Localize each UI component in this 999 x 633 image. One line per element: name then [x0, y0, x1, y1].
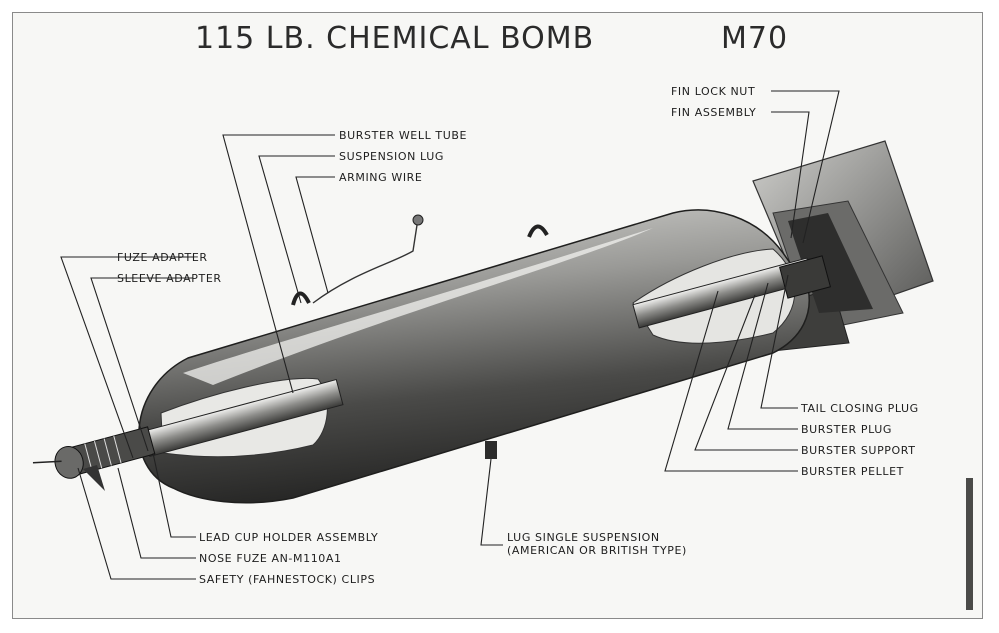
arming-wire-shape: [312, 224, 418, 304]
label-arming-wire: ARMING WIRE: [339, 171, 423, 184]
bomb-model: M70: [721, 21, 789, 56]
label-safety-clips: SAFETY (FAHNESTOCK) CLIPS: [199, 573, 376, 586]
label-nose-fuze: NOSE FUZE AN-M110A1: [199, 552, 342, 565]
label-tail-closing-plug: TAIL CLOSING PLUG: [801, 402, 919, 415]
label-sleeve-adapter: SLEEVE ADAPTER: [117, 272, 222, 285]
label-burster-pellet: BURSTER PELLET: [801, 465, 904, 478]
diagram-title: 115 LB. CHEMICAL BOMB: [195, 21, 595, 56]
label-burster-well-tube: BURSTER WELL TUBE: [339, 129, 468, 142]
label-fuze-adapter: FUZE ADAPTER: [117, 251, 208, 264]
label-fin-assembly: FIN ASSEMBLY: [671, 106, 757, 119]
label-lug-single-suspension-type: (AMERICAN OR BRITISH TYPE): [507, 544, 687, 557]
suspension-lug-shape: [291, 224, 549, 306]
label-lug-single-suspension: LUG SINGLE SUSPENSION: [507, 531, 660, 544]
label-suspension-lug: SUSPENSION LUG: [339, 150, 444, 163]
label-fin-lock-nut: FIN LOCK NUT: [671, 85, 756, 98]
label-burster-support: BURSTER SUPPORT: [801, 444, 916, 457]
leader-lines: [60, 90, 840, 580]
label-lead-cup-holder-assembly: LEAD CUP HOLDER ASSEMBLY: [199, 531, 379, 544]
label-burster-plug: BURSTER PLUG: [801, 423, 893, 436]
bomb-illustration: [32, 90, 973, 610]
nose-fuze-shape: [32, 426, 156, 479]
lug-single-suspension-shape: [485, 441, 497, 459]
diagram-frame: 115 LB. CHEMICAL BOMB M70: [12, 12, 983, 619]
